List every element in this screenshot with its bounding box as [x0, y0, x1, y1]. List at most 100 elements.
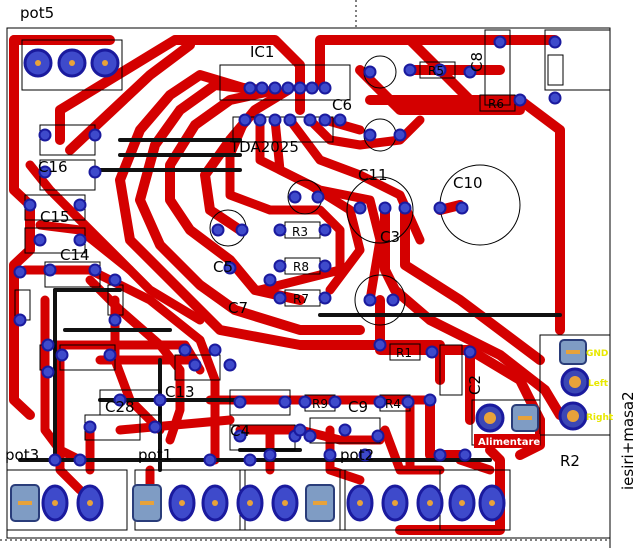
pad-icon [303, 429, 317, 443]
c3-label: C3 [380, 228, 400, 246]
pad-icon [373, 338, 387, 352]
pad-icon [401, 395, 415, 409]
pad-icon [386, 293, 400, 307]
pad-icon [88, 128, 102, 142]
pad-icon [393, 128, 407, 142]
pad-icon [278, 395, 292, 409]
r1-label: R1 [396, 346, 412, 360]
pad-icon [318, 81, 332, 95]
pad-icon [373, 395, 387, 409]
pad-icon [113, 393, 127, 407]
pad-icon [38, 128, 52, 142]
pot-connectors [10, 484, 506, 522]
pad-icon [338, 423, 352, 437]
pad-icon [371, 429, 385, 443]
c4-label: C4 [230, 422, 250, 440]
pad-icon [233, 395, 247, 409]
pad-icon [13, 265, 27, 279]
pad-icon [423, 393, 437, 407]
pad-icon [23, 198, 37, 212]
pad-icon [233, 429, 247, 443]
pad-dot-icon [282, 500, 288, 506]
pad-dot-icon [52, 500, 58, 506]
pad-icon [455, 201, 469, 215]
c7-label: C7 [228, 299, 248, 317]
r4-label: R4 [385, 397, 401, 411]
pad-icon [398, 201, 412, 215]
pad-icon [263, 448, 277, 462]
r5-label: R5 [428, 64, 444, 78]
pad-icon [463, 345, 477, 359]
pad-icon [425, 345, 439, 359]
pad-dot-icon [87, 500, 93, 506]
pad-icon [188, 358, 202, 372]
pad-icon [363, 293, 377, 307]
pad-dot-icon [179, 500, 185, 506]
pad-icon [33, 233, 47, 247]
c10-label: C10 [453, 174, 483, 192]
c9-label: C9 [348, 398, 368, 416]
c8-label: C8 [468, 52, 486, 72]
pad-icon [378, 201, 392, 215]
minus-mark-icon [518, 416, 532, 420]
pad-icon [363, 128, 377, 142]
pad-dot-icon [212, 500, 218, 506]
c16-label: C16 [38, 158, 68, 176]
r9-label: R9 [312, 397, 328, 411]
tda-body [232, 116, 334, 143]
pad-icon [268, 113, 282, 127]
r6-label: R6 [488, 97, 504, 111]
gnd-label: GND [586, 349, 608, 359]
pad-icon [328, 395, 342, 409]
pad-icon [108, 313, 122, 327]
gnd-mark-icon [566, 350, 580, 354]
pad-icon [268, 81, 282, 95]
minus-mark-icon [18, 501, 32, 505]
left-label: Left [588, 379, 609, 389]
pad-icon [83, 420, 97, 434]
pad-icon [38, 165, 52, 179]
pad-icon [48, 453, 62, 467]
pad-icon [243, 81, 257, 95]
pot5-label: pot5 [20, 4, 54, 22]
pad-icon [298, 395, 312, 409]
pot2-label: pot2 [340, 446, 374, 464]
pad-icon [88, 165, 102, 179]
pad-dot-icon [247, 500, 253, 506]
r7-label: R7 [293, 292, 309, 306]
copper-traces [9, 35, 565, 535]
pad-icon [253, 113, 267, 127]
pad-icon [513, 93, 527, 107]
board-outline [0, 0, 611, 548]
pad-dot-icon [459, 500, 465, 506]
pad-icon [255, 81, 269, 95]
pad-icon [303, 113, 317, 127]
minus-mark-icon [140, 501, 154, 505]
c28-label: C28 [105, 398, 135, 416]
r3-label: R3 [292, 225, 308, 239]
pad-icon [235, 223, 249, 237]
pad-icon [293, 81, 307, 95]
pad-icon [273, 259, 287, 273]
pad-icon [433, 448, 447, 462]
pad-icon [178, 343, 192, 357]
c15-label: C15 [40, 208, 70, 226]
pad-icon [318, 223, 332, 237]
pad-icon [305, 81, 319, 95]
pad-dot-icon [35, 60, 41, 66]
pad-dot-icon [69, 60, 75, 66]
pad-icon [353, 201, 367, 215]
pad-icon [153, 393, 167, 407]
pads [13, 35, 562, 467]
right-label: Right [586, 413, 614, 423]
pad-icon [211, 223, 225, 237]
pad-icon [103, 348, 117, 362]
pad-icon [43, 263, 57, 277]
pad-dot-icon [392, 500, 398, 506]
pad-icon [433, 63, 447, 77]
pad-icon [548, 35, 562, 49]
plus-mark-icon [484, 412, 496, 424]
r2-label: R2 [560, 452, 580, 470]
pad-icon [333, 113, 347, 127]
pad-icon [243, 453, 257, 467]
